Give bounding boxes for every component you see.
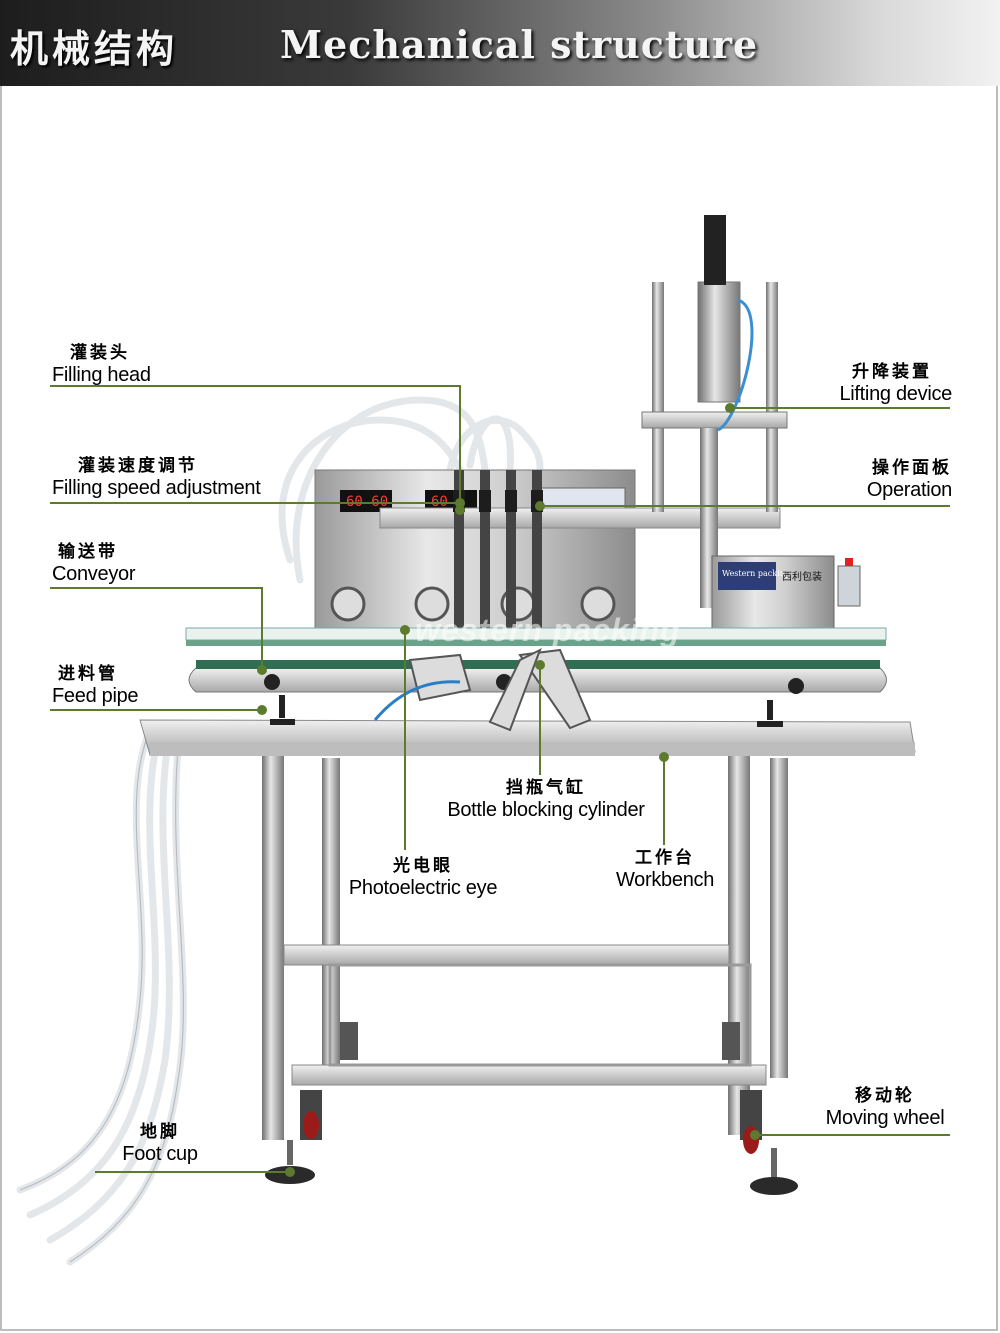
label-bottle-blocking: 挡瓶气缸 Bottle blocking cylinder [447,778,645,821]
pump-cabinet: 60 60 60 6 [314,469,636,631]
label-lifting-device: 升降装置 Lifting device [839,362,952,405]
label-moving-wheel: 移动轮 Moving wheel [825,1086,945,1129]
label-operation: 操作面板 Operation [866,458,952,501]
label-foot-cup: 地脚 Foot cup [122,1122,198,1165]
label-feed-pipe: 进料管 Feed pipe [52,664,139,707]
casters [300,1022,762,1154]
header-banner: 机械结构 Mechanical structure [0,0,1000,86]
bottle-blocking-cylinder [373,647,592,732]
title-english: Mechanical structure [280,22,759,67]
label-workbench: 工作台 Workbench [615,848,715,891]
filling-heads [379,470,781,630]
operation-box: Western packing 西利包装 [711,555,861,629]
foot-cups [265,1140,798,1195]
label-filling-head: 灌装头 Filling head [52,343,151,386]
panel-brand-en: Western packing [722,569,790,578]
label-photoelectric-eye: 光电眼 Photoelectric eye [348,856,498,899]
lifting-device [641,215,788,608]
label-conveyor: 输送带 Conveyor [52,542,136,585]
page-frame [0,86,998,1331]
watermark: western packing [415,612,681,648]
label-filling-speed: 灌装速度调节 Filling speed adjustment [52,456,261,499]
panel-brand-cn: 西利包装 [782,570,822,583]
leader-lines [50,385,950,1177]
title-chinese: 机械结构 [10,27,179,71]
